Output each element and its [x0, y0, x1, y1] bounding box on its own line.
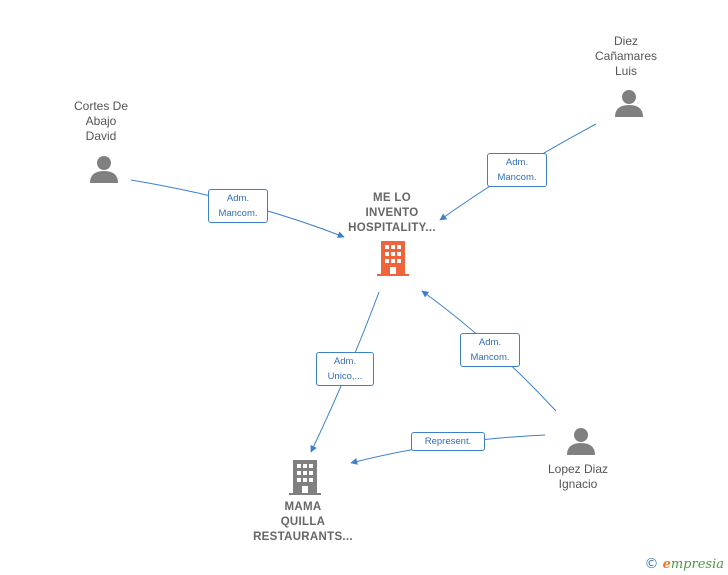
- label-line: David: [85, 129, 117, 143]
- edge-label-line: Mancom.: [470, 352, 510, 363]
- edge-label-lopez-to-me[interactable]: Adm. Mancom.: [460, 333, 520, 367]
- edge-label-lopez-to-mama[interactable]: Represent.: [411, 432, 485, 451]
- person-label-diez[interactable]: Diez Cañamares Luis: [576, 34, 676, 79]
- company-label-mama-quilla[interactable]: MAMA QUILLA RESTAURANTS...: [243, 500, 363, 545]
- edge-label-line: Adm.: [333, 356, 357, 367]
- edge-label-line: Mancom.: [218, 208, 258, 219]
- brand-initial: e: [662, 557, 671, 572]
- person-icon[interactable]: [614, 88, 644, 118]
- label-line: Diez: [613, 34, 638, 48]
- copyright-symbol: ©: [644, 556, 659, 572]
- label-line: Cortes De: [73, 99, 129, 113]
- label-line: Ignacio: [558, 477, 598, 491]
- edge-label-line: Adm.: [226, 193, 250, 204]
- edge-label-line: Adm.: [478, 337, 502, 348]
- edge-label-line: Mancom.: [497, 172, 537, 183]
- label-line: QUILLA: [280, 516, 326, 528]
- edge-label-cortes-to-me[interactable]: Adm. Mancom.: [208, 189, 268, 223]
- label-line: Luis: [614, 64, 637, 78]
- empresia-watermark: © empresia: [644, 556, 724, 572]
- person-label-lopez[interactable]: Lopez Diaz Ignacio: [528, 462, 628, 492]
- label-line: HOSPITALITY...: [348, 222, 436, 234]
- label-line: MAMA: [284, 501, 322, 513]
- edge-label-line: Represent.: [424, 436, 472, 447]
- label-line: Cañamares: [594, 49, 658, 63]
- label-line: INVENTO: [365, 207, 419, 219]
- edge-label-line: Unico,...: [327, 371, 363, 382]
- person-label-cortes[interactable]: Cortes De Abajo David: [51, 99, 151, 144]
- company-label-me-lo-invento[interactable]: ME LO INVENTO HOSPITALITY...: [332, 191, 452, 236]
- person-icon[interactable]: [566, 426, 596, 456]
- edge-label-me-to-mama[interactable]: Adm. Unico,...: [316, 352, 374, 386]
- label-line: ME LO: [373, 192, 411, 204]
- label-line: Abajo: [85, 114, 117, 128]
- label-line: Lopez Diaz: [547, 462, 609, 476]
- brand-name: mpresia: [670, 557, 724, 572]
- building-icon-orange[interactable]: [377, 241, 409, 276]
- edge-label-diez-to-me[interactable]: Adm. Mancom.: [487, 153, 547, 187]
- label-line: RESTAURANTS...: [253, 531, 353, 543]
- person-icon[interactable]: [89, 154, 119, 184]
- building-icon-gray[interactable]: [289, 460, 321, 495]
- edge-label-line: Adm.: [505, 157, 529, 168]
